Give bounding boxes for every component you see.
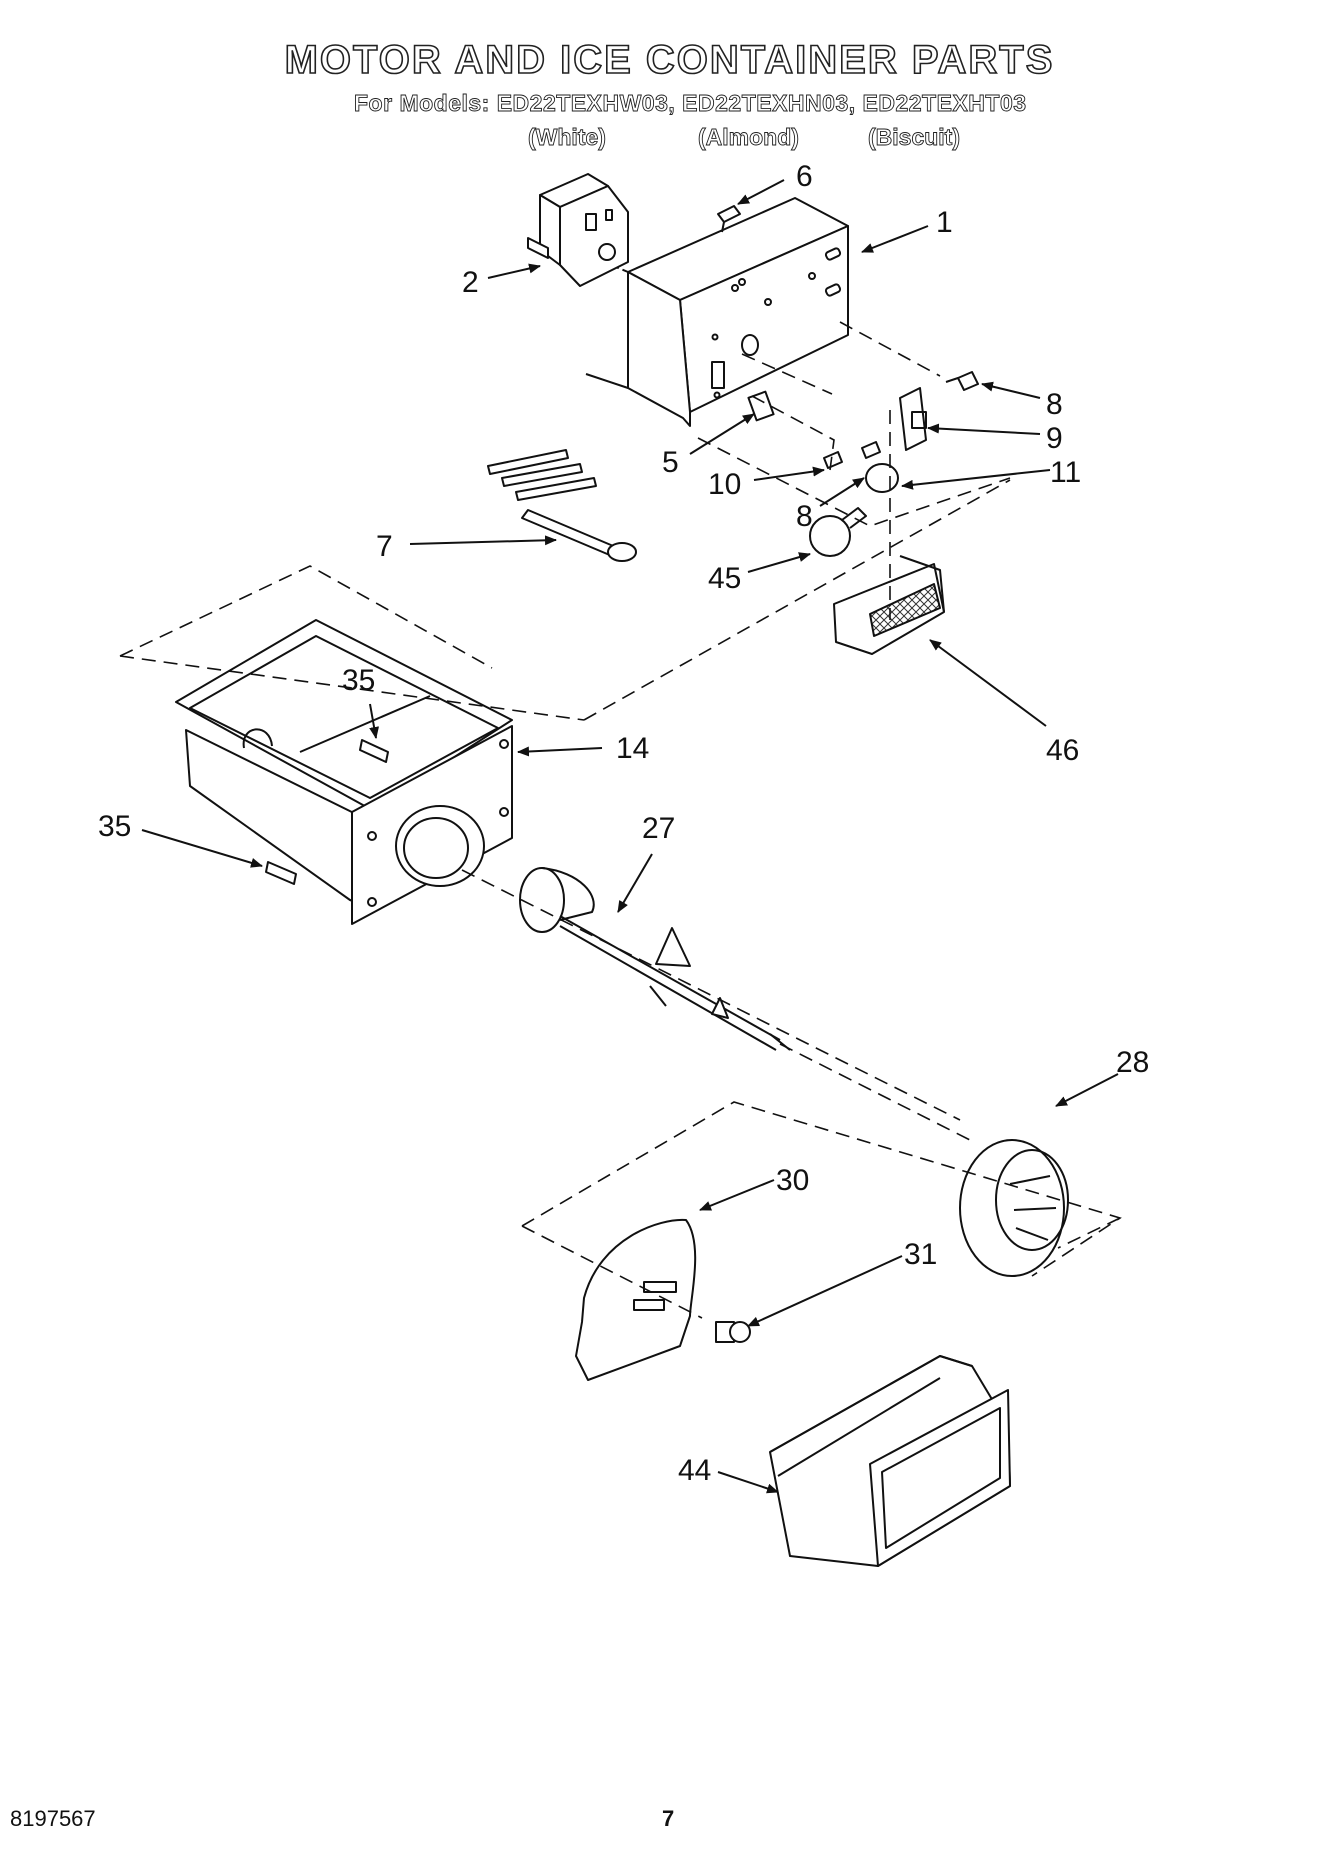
wire-harness-part: [487, 449, 637, 562]
motor-housing-part: [627, 197, 849, 427]
callout-2: 2: [462, 266, 479, 299]
callout-14: 14: [616, 732, 649, 765]
callout-9: 9: [1046, 422, 1063, 455]
light-bulb-part: [809, 507, 867, 557]
light-shield-part: [833, 555, 945, 655]
mount-plate-part: [575, 1218, 697, 1381]
callout-31: 31: [904, 1238, 937, 1271]
screw-35-upper: [359, 739, 389, 763]
light-socket-part: [865, 463, 899, 493]
switch-part: [747, 390, 775, 422]
callout-6: 6: [796, 160, 813, 193]
finish-biscuit: (Biscuit): [868, 124, 961, 151]
callout-10: 10: [708, 468, 741, 501]
finish-almond: (Almond): [698, 124, 800, 151]
callout-27: 27: [642, 812, 675, 845]
callout-11: 11: [1050, 456, 1081, 489]
models-line: For Models: ED22TEXHW03, ED22TEXHN03, ED…: [354, 90, 1027, 117]
screw-35-lower: [265, 861, 297, 885]
bearing-part: [715, 1321, 751, 1343]
callout-30: 30: [776, 1164, 809, 1197]
finish-white: (White): [528, 124, 607, 151]
callout-1: 1: [936, 206, 953, 239]
callout-46: 46: [1046, 734, 1079, 767]
callout-5: 5: [662, 446, 679, 479]
clip-part: [717, 205, 741, 233]
callout-35-lower: 35: [98, 810, 131, 843]
screw-parts: [823, 371, 979, 469]
page-number: 7: [662, 1806, 675, 1831]
document-number: 8197567: [10, 1806, 96, 1831]
callout-arrows: [141, 179, 1119, 1494]
auger-part: [519, 867, 791, 1051]
callout-44: 44: [678, 1454, 711, 1487]
motor-part: [527, 173, 629, 287]
callout-28: 28: [1116, 1046, 1149, 1079]
callout-8-upper: 8: [1046, 388, 1063, 421]
callout-35-upper: 35: [342, 664, 375, 697]
page-title: MOTOR AND ICE CONTAINER PARTS: [284, 37, 1055, 83]
callout-7: 7: [376, 530, 393, 563]
callout-45: 45: [708, 562, 741, 595]
cover-part: [769, 1355, 1011, 1567]
drive-coupler-part: [959, 1139, 1069, 1277]
callout-labels: 6 1 2 8 9 5 10 11 8 7 45 35 14 46 35 27 …: [98, 160, 1149, 1487]
ice-container-part: [175, 619, 513, 925]
alignment-lines: [119, 321, 1122, 1319]
callout-8-lower: 8: [796, 500, 813, 533]
